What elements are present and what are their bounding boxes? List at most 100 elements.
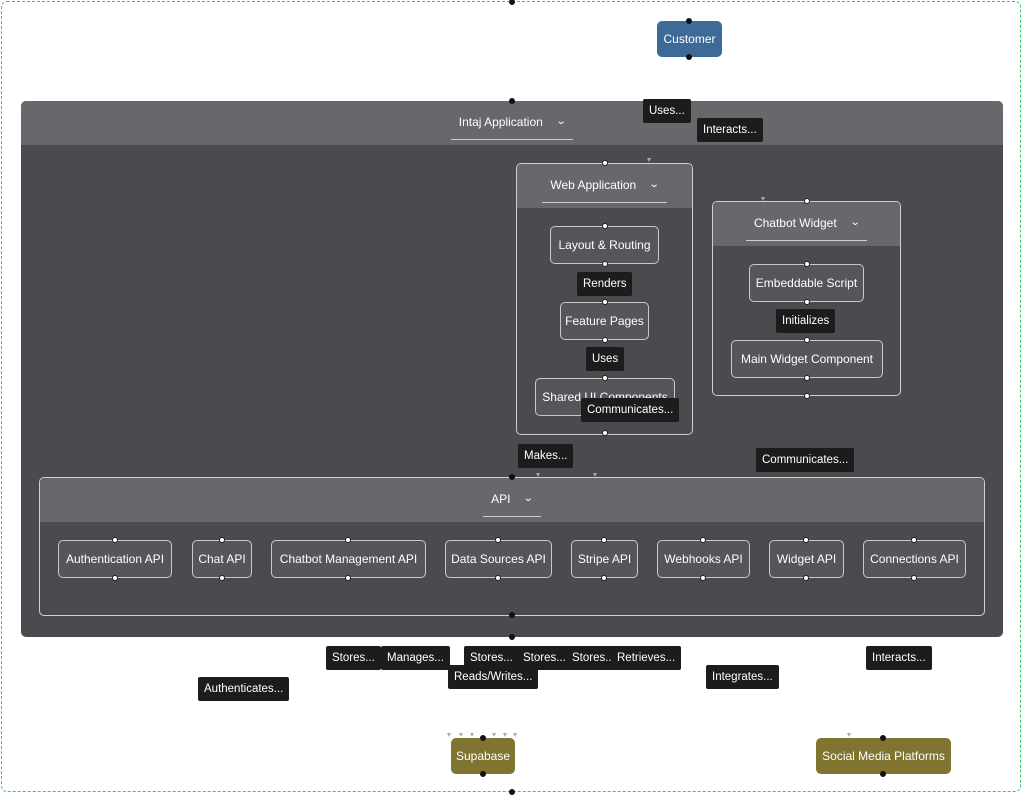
- connection-handle[interactable]: [880, 735, 886, 741]
- connection-handle[interactable]: [219, 575, 225, 581]
- edge-label-uses-pages[interactable]: Uses: [586, 347, 625, 371]
- connection-handle[interactable]: [602, 337, 608, 343]
- chatbot-management-api-label: Chatbot Management API: [279, 552, 418, 566]
- connection-handle[interactable]: [804, 393, 810, 399]
- layout-routing-label: Layout & Routing: [558, 238, 651, 252]
- feature-pages-label: Feature Pages: [565, 314, 644, 328]
- connection-handle[interactable]: [804, 299, 810, 305]
- chevron-down-icon[interactable]: ⌄: [523, 493, 535, 504]
- chat-api-label: Chat API: [198, 552, 246, 566]
- layout-routing-node[interactable]: Layout & Routing: [550, 226, 659, 264]
- connection-handle[interactable]: [803, 537, 809, 543]
- connection-handle[interactable]: [219, 537, 225, 543]
- connections-api-label: Connections API: [870, 552, 959, 566]
- customer-node[interactable]: Customer: [657, 21, 722, 57]
- edge-label-reads-writes[interactable]: Reads/Writes...: [448, 665, 539, 689]
- edge-label-interacts-social[interactable]: Interacts...: [866, 646, 932, 670]
- connection-handle[interactable]: [345, 575, 351, 581]
- connection-handle[interactable]: [803, 575, 809, 581]
- arrowhead-icon: [647, 158, 651, 162]
- connection-handle[interactable]: [112, 537, 118, 543]
- connection-handle[interactable]: [602, 299, 608, 305]
- edge-label-makes[interactable]: Makes...: [518, 444, 574, 468]
- connection-handle[interactable]: [804, 261, 810, 267]
- connection-handle[interactable]: [601, 575, 607, 581]
- edge-label-interacts[interactable]: Interacts...: [697, 118, 763, 142]
- connection-handle[interactable]: [804, 198, 810, 204]
- edge-label-uses[interactable]: Uses...: [643, 99, 691, 123]
- chevron-down-icon[interactable]: ⌄: [849, 217, 861, 228]
- edge-label-stores-1[interactable]: Stores...: [326, 646, 381, 670]
- connection-handle[interactable]: [602, 430, 608, 436]
- widget-api-node[interactable]: Widget API: [769, 540, 844, 578]
- connection-handle[interactable]: [602, 223, 608, 229]
- stripe-api-node[interactable]: Stripe API: [571, 540, 638, 578]
- main-widget-component-label: Main Widget Component: [740, 352, 874, 366]
- supabase-node[interactable]: Supabase: [451, 738, 515, 774]
- connections-api-node[interactable]: Connections API: [863, 540, 966, 578]
- edge-label-communicates-web[interactable]: Communicates...: [581, 398, 680, 422]
- edge-label-renders[interactable]: Renders: [577, 272, 633, 296]
- edge-label-retrieves[interactable]: Retrieves...: [611, 646, 682, 670]
- connection-handle[interactable]: [495, 575, 501, 581]
- arrowhead-icon: [593, 473, 597, 477]
- edge-label-integrates[interactable]: Integrates...: [706, 665, 779, 689]
- intaj-application-header[interactable]: Intaj Application ⌄: [21, 101, 1003, 145]
- api-header[interactable]: API ⌄: [40, 478, 984, 522]
- widget-api-label: Widget API: [776, 552, 837, 566]
- connection-handle[interactable]: [911, 537, 917, 543]
- chevron-down-icon[interactable]: ⌄: [555, 116, 567, 127]
- chatbot-management-api-node[interactable]: Chatbot Management API: [271, 540, 426, 578]
- connection-handle[interactable]: [602, 261, 608, 267]
- chatbot-widget-title: Chatbot Widget ⌄: [745, 215, 868, 241]
- connection-handle[interactable]: [345, 537, 351, 543]
- connection-handle[interactable]: [602, 375, 608, 381]
- chatbot-widget-header[interactable]: Chatbot Widget ⌄: [713, 202, 900, 246]
- data-sources-api-node[interactable]: Data Sources API: [445, 540, 552, 578]
- embeddable-script-node[interactable]: Embeddable Script: [749, 264, 864, 302]
- connection-handle[interactable]: [509, 98, 515, 104]
- connection-handle[interactable]: [700, 575, 706, 581]
- connection-handle[interactable]: [602, 160, 608, 166]
- webhooks-api-node[interactable]: Webhooks API: [657, 540, 750, 578]
- arrowhead-icon: [492, 733, 496, 737]
- connection-handle[interactable]: [112, 575, 118, 581]
- connection-handle[interactable]: [509, 789, 515, 795]
- authentication-api-node[interactable]: Authentication API: [58, 540, 172, 578]
- connection-handle[interactable]: [480, 771, 486, 777]
- connection-handle[interactable]: [700, 537, 706, 543]
- authentication-api-label: Authentication API: [65, 552, 165, 566]
- connection-handle[interactable]: [509, 612, 515, 618]
- connection-handle[interactable]: [601, 537, 607, 543]
- connection-handle[interactable]: [509, 474, 515, 480]
- edge-label-stores-3[interactable]: Stores...: [517, 646, 572, 670]
- feature-pages-node[interactable]: Feature Pages: [560, 302, 649, 340]
- arrowhead-icon: [761, 197, 765, 201]
- chat-api-node[interactable]: Chat API: [192, 540, 252, 578]
- connection-handle[interactable]: [880, 771, 886, 777]
- connection-handle[interactable]: [480, 735, 486, 741]
- arrowhead-icon: [513, 733, 517, 737]
- edge-label-manages[interactable]: Manages...: [381, 646, 450, 670]
- connection-handle[interactable]: [509, 0, 515, 5]
- chevron-down-icon[interactable]: ⌄: [648, 179, 660, 190]
- social-media-platforms-node[interactable]: Social Media Platforms: [816, 738, 951, 774]
- connection-handle[interactable]: [804, 337, 810, 343]
- connection-handle[interactable]: [686, 18, 692, 24]
- api-title: API ⌄: [483, 492, 541, 517]
- stripe-api-label: Stripe API: [577, 552, 632, 566]
- edge-label-authenticates[interactable]: Authenticates...: [198, 677, 290, 701]
- connection-handle[interactable]: [804, 375, 810, 381]
- connection-handle[interactable]: [911, 575, 917, 581]
- connection-handle[interactable]: [686, 54, 692, 60]
- api-label: API: [491, 491, 511, 506]
- social-media-platforms-label: Social Media Platforms: [822, 749, 945, 763]
- edge-label-initializes[interactable]: Initializes: [776, 309, 836, 333]
- arrowhead-icon: [503, 733, 507, 737]
- connection-handle[interactable]: [509, 634, 515, 640]
- connection-handle[interactable]: [495, 537, 501, 543]
- edge-label-communicates-widget[interactable]: Communicates...: [756, 448, 855, 472]
- main-widget-component-node[interactable]: Main Widget Component: [731, 340, 883, 378]
- web-application-header[interactable]: Web Application ⌄: [517, 164, 692, 208]
- chatbot-widget-label: Chatbot Widget: [753, 215, 837, 230]
